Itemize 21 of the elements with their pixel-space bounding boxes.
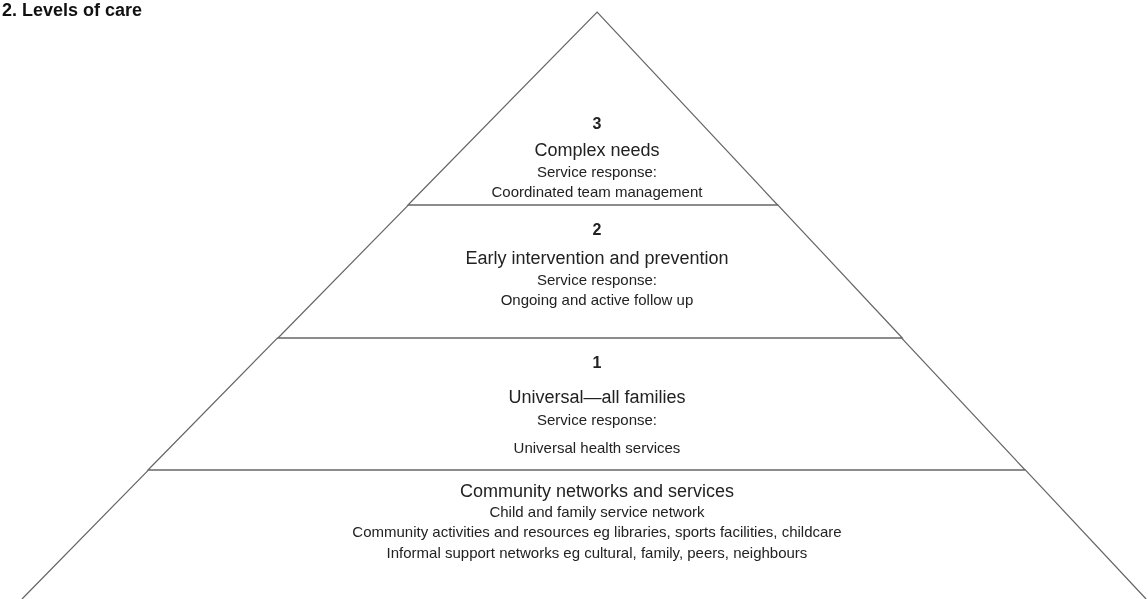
level-description: Service response: <box>536 163 657 181</box>
level-heading: Complex needs <box>534 139 660 161</box>
figure-title: 2. Levels of care <box>2 0 143 21</box>
level-description: Service response: <box>536 411 657 429</box>
level-heading: Universal—all families <box>508 386 686 408</box>
pyramid-level <box>148 338 1026 470</box>
pyramid-level <box>21 470 1146 599</box>
level-heading: Community networks and services <box>459 480 735 502</box>
level-description: Service response: <box>536 271 657 289</box>
level-description: Community activities and resources eg libraries, sports facilities, childcare <box>352 523 842 541</box>
level-heading: Early intervention and prevention <box>465 247 729 269</box>
pyramid-level <box>407 12 778 205</box>
level-description: Informal support networks eg cultural, family, peers, neighbours <box>386 544 808 562</box>
level-number: 3 <box>592 114 602 134</box>
level-description: Child and family service network <box>489 503 705 521</box>
level-number: 2 <box>592 220 602 240</box>
level-description: Ongoing and active follow up <box>500 291 694 309</box>
pyramid-level <box>277 205 902 338</box>
level-description: Coordinated team management <box>491 183 703 201</box>
level-number: 1 <box>592 353 602 373</box>
level-description: Universal health services <box>513 439 681 457</box>
